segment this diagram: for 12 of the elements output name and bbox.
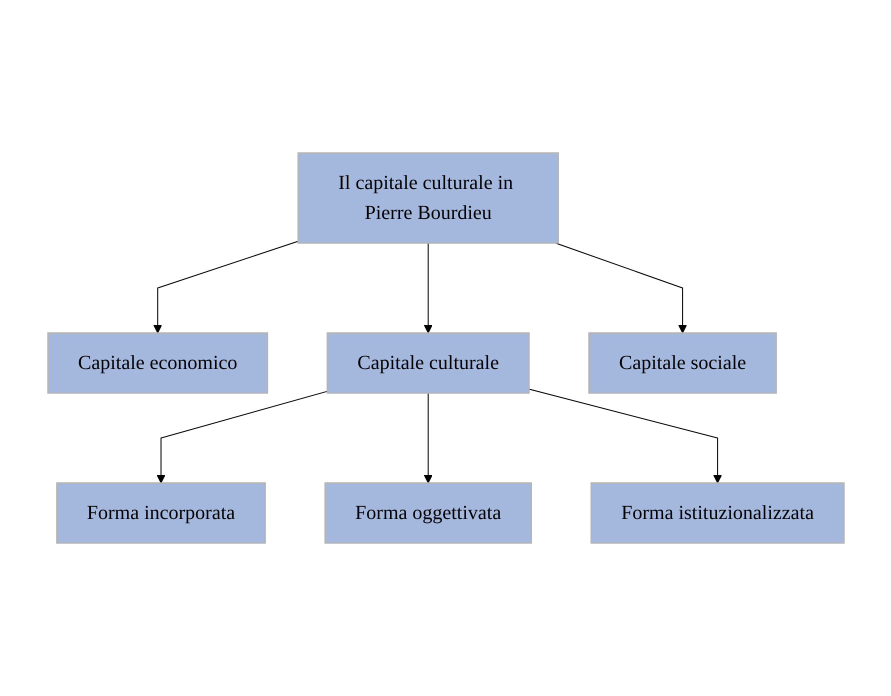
arrow xyxy=(528,388,722,484)
node-box: Capitale sociale xyxy=(588,332,776,394)
arrow xyxy=(156,390,328,484)
arrow xyxy=(423,392,432,484)
node-box: Forma oggettivata xyxy=(324,482,532,544)
node-box: Forma istituzionalizzata xyxy=(590,482,844,544)
arrow xyxy=(152,240,298,334)
node-box: Forma incorporata xyxy=(56,482,266,544)
arrow xyxy=(423,242,432,334)
node-box: Capitale economico xyxy=(46,332,268,394)
node-box: Il capitale culturale in Pierre Bourdieu xyxy=(296,152,558,244)
node-box: Capitale culturale xyxy=(326,332,530,394)
